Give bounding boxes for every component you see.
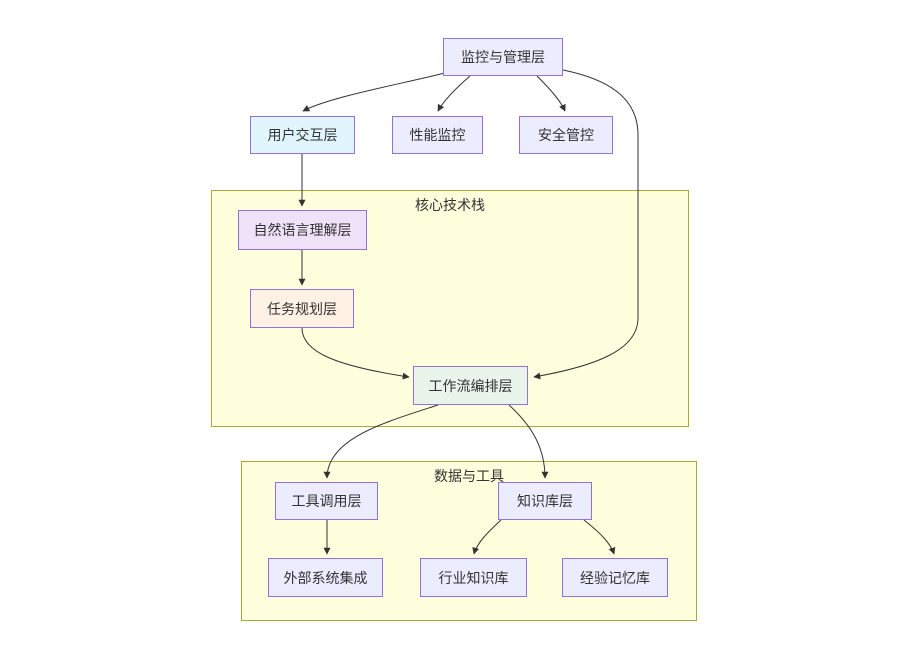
node-security: 安全管控 — [519, 116, 613, 154]
node-external-integration: 外部系统集成 — [268, 558, 383, 597]
node-security-label: 安全管控 — [538, 127, 594, 143]
node-knowledge-base-label: 知识库层 — [517, 493, 573, 509]
node-external-integration-label: 外部系统集成 — [283, 569, 368, 586]
node-memory-kb: 经验记忆库 — [562, 558, 668, 597]
node-workflow-label: 工作流编排层 — [428, 377, 513, 394]
edge-monitor-to-security — [536, 75, 566, 112]
edge-monitor-to-perf-monitor — [437, 75, 471, 112]
node-task-planning: 任务规划层 — [250, 289, 354, 328]
node-task-planning-label: 任务规划层 — [267, 300, 337, 317]
node-perf-monitor: 性能监控 — [392, 116, 483, 154]
node-nlu-label: 自然语言理解层 — [253, 222, 352, 238]
node-user-interaction-label: 用户交互层 — [267, 127, 338, 143]
node-monitor-management-label: 监控与管理层 — [461, 49, 545, 65]
node-tool-call-label: 工具调用层 — [291, 493, 362, 509]
node-perf-monitor-label: 性能监控 — [409, 127, 466, 143]
node-industry-kb: 行业知识库 — [420, 558, 527, 597]
node-monitor-management: 监控与管理层 — [443, 38, 563, 76]
node-workflow: 工作流编排层 — [413, 366, 528, 405]
cluster-data-tools-label: 数据与工具 — [434, 468, 504, 484]
cluster-core-stack-label: 核心技术栈 — [415, 197, 485, 213]
node-nlu: 自然语言理解层 — [238, 210, 367, 250]
edge-monitor-to-user-interaction — [302, 72, 446, 112]
node-industry-kb-label: 行业知识库 — [438, 569, 509, 586]
node-user-interaction: 用户交互层 — [250, 116, 355, 154]
node-tool-call: 工具调用层 — [275, 482, 378, 520]
node-memory-kb-label: 经验记忆库 — [580, 569, 650, 586]
node-knowledge-base: 知识库层 — [498, 482, 592, 520]
